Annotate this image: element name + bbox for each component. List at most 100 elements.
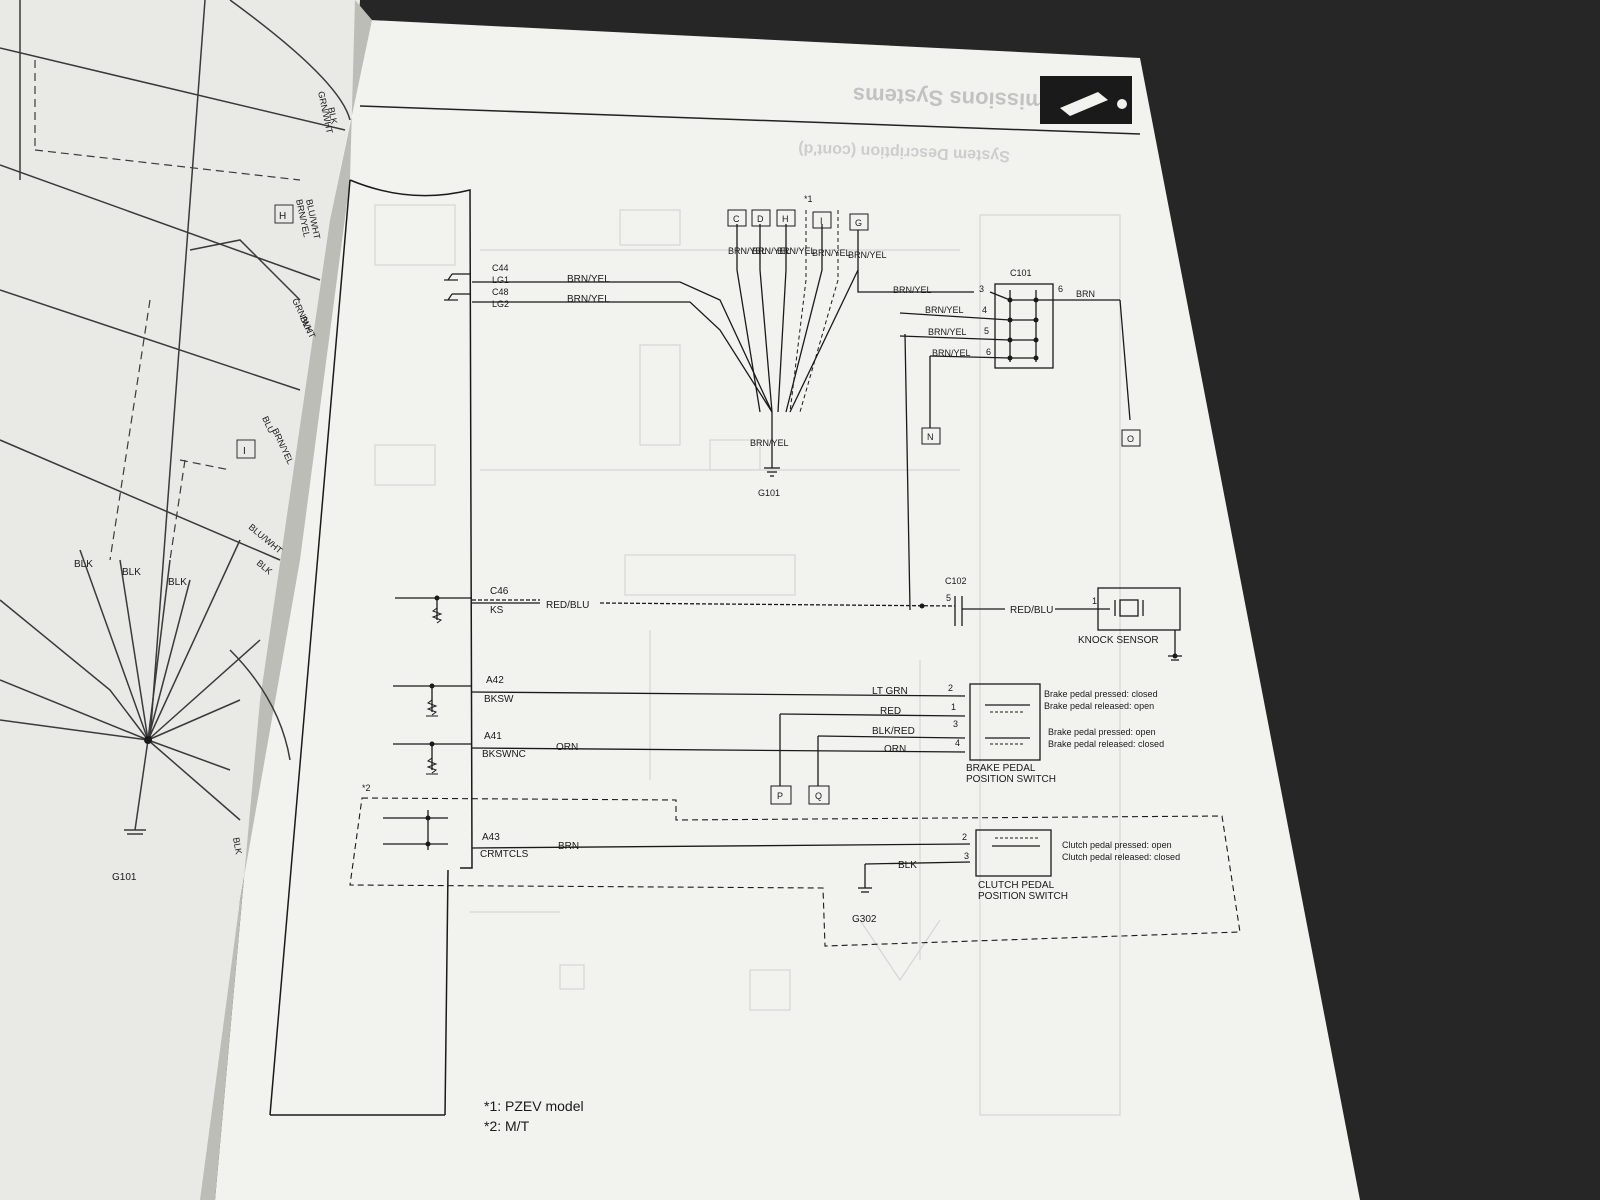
terminal-d: D	[751, 209, 771, 227]
wire-red: RED	[880, 706, 901, 717]
terminal-d-label: D	[757, 214, 764, 224]
footnote-mark-star1: *1	[804, 194, 813, 204]
brake-junctions	[429, 683, 435, 747]
c101-wire-2: BRN/YEL	[925, 305, 964, 315]
top-terminals: C D H I G *1	[727, 194, 869, 231]
clutch-state-b: Clutch pedal released: closed	[1062, 852, 1180, 862]
wire-brn-yel-lg1: BRN/YEL	[567, 274, 610, 285]
left-page-dashed	[34, 60, 301, 561]
fuel-pump-icon	[1040, 76, 1132, 124]
wire-brn-yel-lg2: BRN/YEL	[567, 294, 610, 305]
vlabel-1a: BRN/YEL	[728, 246, 767, 256]
wire-brn-yel-splice: BRN/YEL	[750, 438, 789, 448]
c102-label: C102	[945, 576, 967, 586]
terminal-p-label: P	[777, 791, 783, 801]
ground-g101: G101	[758, 488, 780, 498]
left-page-diagram	[0, 0, 351, 835]
brake-state-1a: Brake pedal pressed: closed	[1044, 689, 1158, 699]
c101-wire-3: BRN/YEL	[928, 327, 967, 337]
terminal-c: C	[727, 209, 747, 227]
clutch-switch-label-2: POSITION SWITCH	[978, 891, 1068, 902]
ecm-box	[269, 179, 473, 1116]
resistor-symbols	[426, 607, 443, 775]
terminal-q: Q	[808, 785, 830, 805]
c101-junction-dots	[1007, 297, 1039, 361]
left-blk-label-1: BLK	[74, 559, 93, 570]
knock-sensor-pin-1: 1	[1092, 596, 1097, 606]
clutch-pin-2: 2	[962, 832, 967, 842]
wire-brn-clutch: BRN	[558, 841, 579, 852]
brake-pin-3: 3	[953, 719, 958, 729]
pin-a41: A41	[484, 731, 502, 742]
brake-switch-label-2: POSITION SWITCH	[966, 774, 1056, 785]
terminal-n-label: N	[927, 432, 934, 442]
wire-orn-switch: ORN	[884, 744, 906, 755]
ks-junction	[434, 595, 440, 601]
left-ground-label: G101	[112, 872, 137, 883]
pin-c44: C44	[492, 263, 509, 273]
header-rule	[359, 105, 1141, 135]
left-terminal-h-box	[274, 204, 294, 224]
terminal-i-label: I	[820, 216, 823, 226]
terminal-o: O	[1121, 429, 1141, 447]
mt-dashed-box	[349, 797, 1241, 947]
left-blk-label-3: BLK	[168, 577, 187, 588]
knock-sensor-label: KNOCK SENSOR	[1078, 635, 1159, 646]
signal-bksw: BKSW	[484, 694, 514, 705]
footnote-1: *1: PZEV model	[484, 1098, 584, 1114]
c101-pin-right-6: 6	[1058, 284, 1063, 294]
vlabel-5a: BRN/YEL	[848, 250, 887, 260]
signal-ks: KS	[490, 605, 504, 616]
brake-state-2a: Brake pedal pressed: open	[1048, 727, 1156, 737]
brake-pin-1: 1	[951, 702, 956, 712]
c101-label: C101	[1010, 268, 1032, 278]
footnote-2: *2: M/T	[484, 1118, 530, 1134]
signal-lg2: LG2	[492, 299, 509, 309]
terminal-h: H	[776, 209, 796, 227]
pin-c46: C46	[490, 586, 509, 597]
wire-blk-red: BLK/RED	[872, 726, 915, 737]
knock-sensor-circuit	[395, 587, 1182, 661]
signal-bkswnc: BKSWNC	[482, 749, 526, 760]
wire-red-blu-sensor: RED/BLU	[1010, 605, 1053, 616]
left-terminal-h: H	[279, 211, 286, 222]
c101-pin-5: 5	[984, 326, 989, 336]
footnote-mark-star2: *2	[362, 783, 371, 793]
c101-wire-1: BRN/YEL	[893, 285, 932, 295]
star1-dashed-bracket	[789, 210, 839, 413]
signal-crmtcls: CRMTCLS	[480, 849, 529, 860]
terminal-h-label: H	[782, 214, 789, 224]
brake-pin-4: 4	[955, 738, 960, 748]
brake-state-2b: Brake pedal released: closed	[1048, 739, 1164, 749]
left-blk-label-2: BLK	[122, 567, 141, 578]
wire-red-blu-ecm: RED/BLU	[546, 600, 589, 611]
clutch-state-a: Clutch pedal pressed: open	[1062, 840, 1172, 850]
brake-pin-2: 2	[948, 683, 953, 693]
terminal-g: G	[849, 213, 869, 231]
c101-pin-3: 3	[979, 284, 984, 294]
wire-blk-clutch: BLK	[898, 860, 917, 871]
ks-ground-junction	[1172, 653, 1178, 659]
terminal-o-label: O	[1127, 434, 1134, 444]
ks-shield-junction	[919, 603, 925, 609]
left-terminal-i: I	[243, 446, 246, 457]
pin-a42: A42	[486, 675, 504, 686]
clutch-junction-1	[425, 815, 431, 821]
bleed-through-ghost	[374, 204, 1121, 1116]
wire-lt-grn: LT GRN	[872, 686, 908, 697]
lg-wires	[472, 224, 974, 477]
vlabel-3a: BRN/YEL	[777, 246, 816, 256]
clutch-junction-2	[425, 841, 431, 847]
right-page	[215, 20, 1360, 1200]
vlabel-2a: BRN/YEL	[752, 246, 791, 256]
c102-pin-5: 5	[946, 593, 951, 603]
terminal-n: N	[921, 427, 941, 445]
left-page	[0, 0, 360, 1200]
clutch-switch-label-1: CLUTCH PEDAL	[978, 880, 1055, 891]
clutch-pin-3: 3	[964, 851, 969, 861]
c101-pin-6: 6	[986, 347, 991, 357]
ground-junction	[144, 736, 152, 744]
wire-orn-ecm: ORN	[556, 742, 578, 753]
